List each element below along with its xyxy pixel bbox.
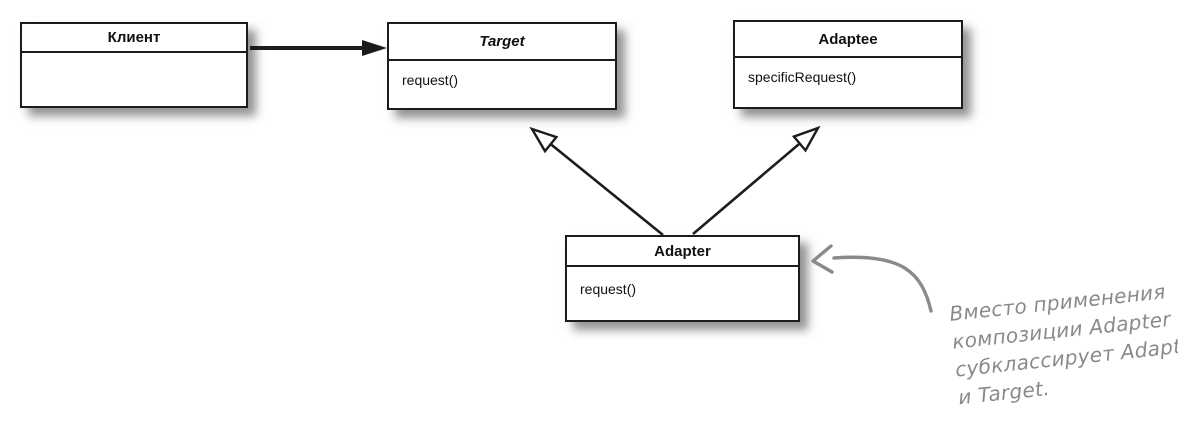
class-method-adaptee: specificRequest() <box>748 69 857 85</box>
filled-arrowhead-icon <box>362 40 387 56</box>
class-body-client <box>22 53 246 64</box>
class-box-target: Target request() <box>387 22 617 110</box>
class-title-adaptee: Adaptee <box>735 22 961 58</box>
annotation-arrow <box>811 244 933 313</box>
class-method-adapter: request() <box>580 281 637 297</box>
adapter-target-inheritance-arrow <box>529 126 664 237</box>
class-box-client: Клиент <box>20 22 248 108</box>
hollow-triangle-arrowhead-icon <box>529 126 559 154</box>
class-box-adaptee: Adaptee specificRequest() <box>733 20 963 109</box>
class-title-adapter: Adapter <box>567 237 798 267</box>
hollow-triangle-arrowhead-icon <box>791 125 821 153</box>
class-title-target: Target <box>389 24 615 61</box>
class-box-adapter: Adapter request() <box>565 235 800 322</box>
class-method-target: request() <box>402 72 459 88</box>
handwritten-annotation: Вместо применения композиции Adapter суб… <box>948 275 1178 411</box>
adapter-adaptee-inheritance-arrow <box>692 125 821 235</box>
open-arrowhead-icon <box>811 244 834 274</box>
class-title-client: Клиент <box>22 24 246 53</box>
client-target-arrow <box>250 40 387 56</box>
